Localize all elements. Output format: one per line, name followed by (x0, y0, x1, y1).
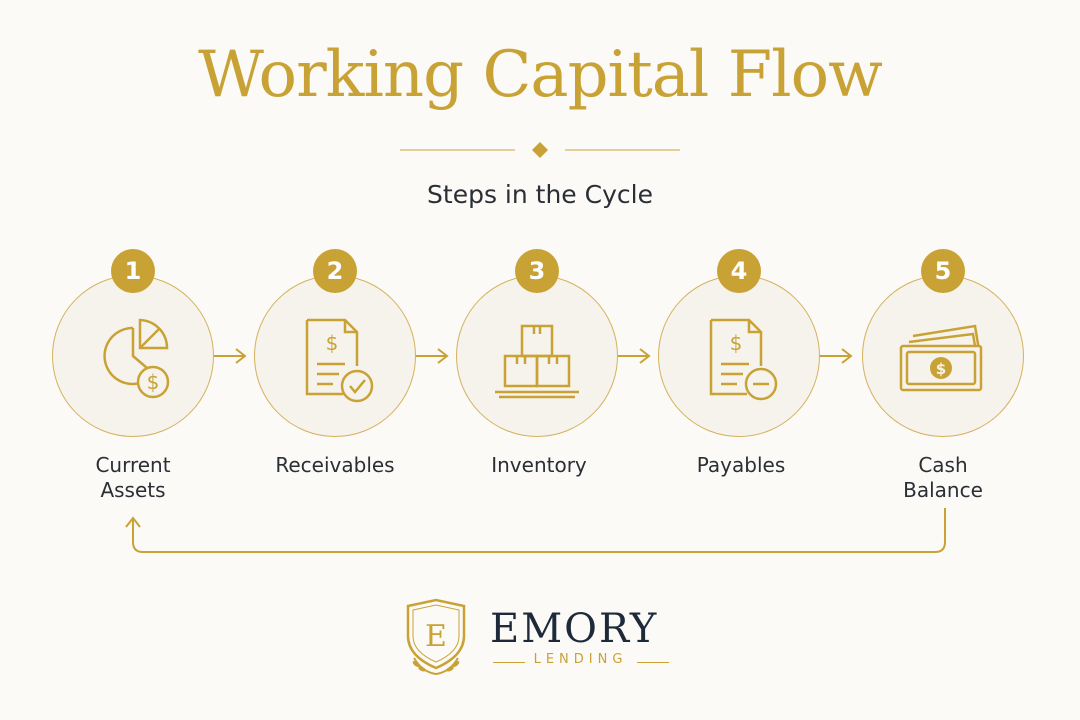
shield-logo-icon: E (406, 598, 466, 676)
brand-rule-left (493, 662, 525, 663)
brand-monogram: E (425, 619, 447, 654)
step-label: Payables (696, 453, 786, 477)
step-number-badge: 5 (921, 249, 965, 293)
pie-chart-dollar-icon: $ (103, 318, 170, 399)
step-number-badge: 3 (515, 249, 559, 293)
brand-rule-right (637, 662, 669, 663)
arrow-3-4 (614, 348, 651, 364)
svg-text:$: $ (147, 370, 160, 394)
step-number-badge: 1 (111, 249, 155, 293)
invoice-minus-icon: $ (709, 318, 778, 401)
svg-text:$: $ (326, 331, 339, 355)
brand-name: EMORY (490, 606, 659, 652)
step-circle (658, 275, 820, 437)
invoice-check-icon: $ (305, 318, 374, 403)
subtitle: Steps in the Cycle (427, 180, 653, 209)
arrow-1-2 (210, 348, 247, 364)
cash-bills-icon: $ (899, 324, 983, 392)
svg-text:$: $ (936, 360, 946, 378)
arrow-4-5 (816, 348, 853, 364)
step-label: Receivables (275, 453, 395, 477)
step-label: Inventory (491, 453, 587, 477)
stacked-boxes-icon (495, 324, 579, 399)
svg-text:$: $ (730, 331, 743, 355)
arrow-2-3 (412, 348, 449, 364)
title-divider (400, 142, 680, 158)
step-number-badge: 4 (717, 249, 761, 293)
brand-subtitle: LENDING (533, 652, 628, 667)
step-label: Current Assets (95, 453, 171, 502)
step-label: Cash Balance (903, 453, 983, 502)
step-number-badge: 2 (313, 249, 357, 293)
step-circle (254, 275, 416, 437)
diagram-title: Working Capital Flow (198, 38, 883, 112)
return-loop-arrow (132, 508, 946, 553)
